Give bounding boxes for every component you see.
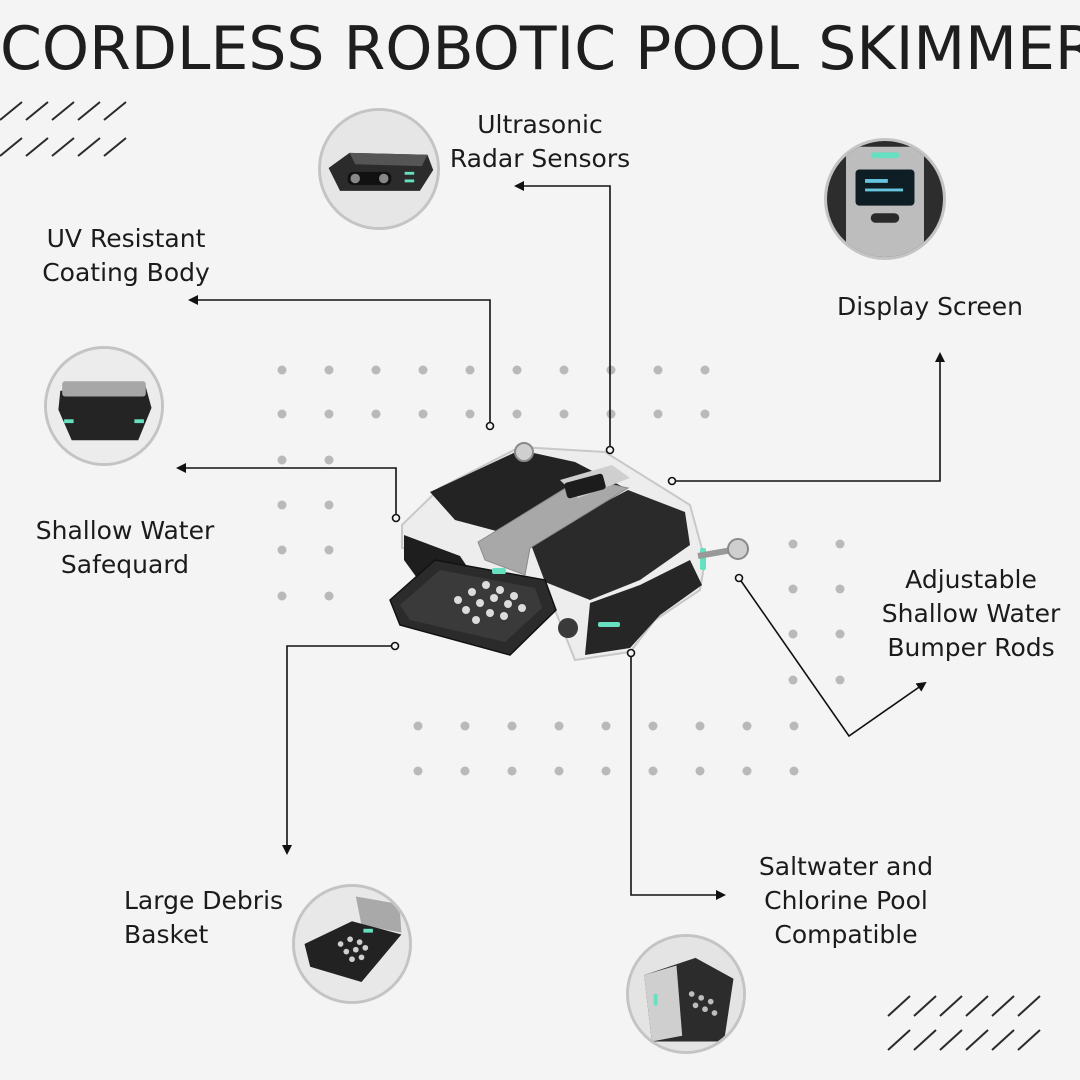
grid-dot: [648, 721, 658, 731]
grid-dot: [277, 455, 287, 465]
grid-dot: [371, 365, 381, 375]
label-uv-resistant-coating-body: UV Resistant Coating Body: [42, 224, 210, 287]
grid-dot: [601, 766, 611, 776]
grid-dot: [788, 539, 798, 549]
grid-dot: [788, 629, 798, 639]
grid-dot: [413, 766, 423, 776]
grid-dot: [418, 365, 428, 375]
grid-dot: [606, 409, 616, 419]
grid-dot: [460, 721, 470, 731]
grid-dot: [789, 766, 799, 776]
grid-dot: [835, 629, 845, 639]
grid-dot: [788, 584, 798, 594]
grid-dot: [460, 766, 470, 776]
grid-dot: [700, 365, 710, 375]
grid-dot: [418, 409, 428, 419]
display-screen-thumbnail: [824, 138, 946, 260]
dot-grid: [277, 365, 845, 776]
grid-dot: [277, 591, 287, 601]
grid-dot: [324, 409, 334, 419]
grid-dot: [700, 409, 710, 419]
grid-dot: [507, 721, 517, 731]
uv-coating-thumbnail: [44, 346, 164, 466]
label-saltwater-chlorine-compatible: Saltwater and Chlorine Pool Compatible: [758, 852, 934, 949]
grid-dot: [835, 539, 845, 549]
grid-dot: [788, 675, 798, 685]
grid-dot: [324, 591, 334, 601]
grid-dot: [559, 365, 569, 375]
radar-sensor-thumbnail: [318, 108, 440, 230]
grid-dot: [324, 455, 334, 465]
grid-dot: [601, 721, 611, 731]
page-title: CORDLESS ROBOTIC POOL SKIMMER: [0, 14, 1080, 84]
grid-dot: [277, 545, 287, 555]
grid-dot: [742, 766, 752, 776]
grid-dot: [835, 675, 845, 685]
label-display-screen: Display Screen: [836, 292, 1024, 321]
grid-dot: [648, 766, 658, 776]
grid-dot: [277, 365, 287, 375]
grid-dot: [507, 766, 517, 776]
grid-dot: [465, 409, 475, 419]
grid-dot: [324, 365, 334, 375]
grid-dot: [559, 409, 569, 419]
grid-dot: [653, 365, 663, 375]
grid-dot: [554, 721, 564, 731]
label-large-debris-basket: Large Debris Basket: [124, 886, 284, 949]
grid-dot: [371, 409, 381, 419]
grid-dot: [277, 409, 287, 419]
grid-dot: [324, 545, 334, 555]
debris-basket-thumbnail: [292, 884, 412, 1004]
grid-dot: [554, 766, 564, 776]
grid-dot: [695, 721, 705, 731]
saltwater-compatible-thumbnail: [626, 934, 746, 1054]
label-shallow-water-safeguard: Shallow Water Safequard: [35, 516, 215, 579]
grid-dot: [413, 721, 423, 731]
grid-dot: [512, 409, 522, 419]
grid-dot: [512, 365, 522, 375]
label-ultrasonic-radar-sensors: Ultrasonic Radar Sensors: [449, 110, 631, 173]
grid-dot: [695, 766, 705, 776]
grid-dot: [324, 500, 334, 510]
grid-dot: [789, 721, 799, 731]
label-adjustable-bumper-rods: Adjustable Shallow Water Bumper Rods: [881, 565, 1061, 662]
grid-dot: [465, 365, 475, 375]
grid-dot: [653, 409, 663, 419]
grid-dot: [742, 721, 752, 731]
grid-dot: [835, 584, 845, 594]
grid-dot: [606, 365, 616, 375]
grid-dot: [277, 500, 287, 510]
